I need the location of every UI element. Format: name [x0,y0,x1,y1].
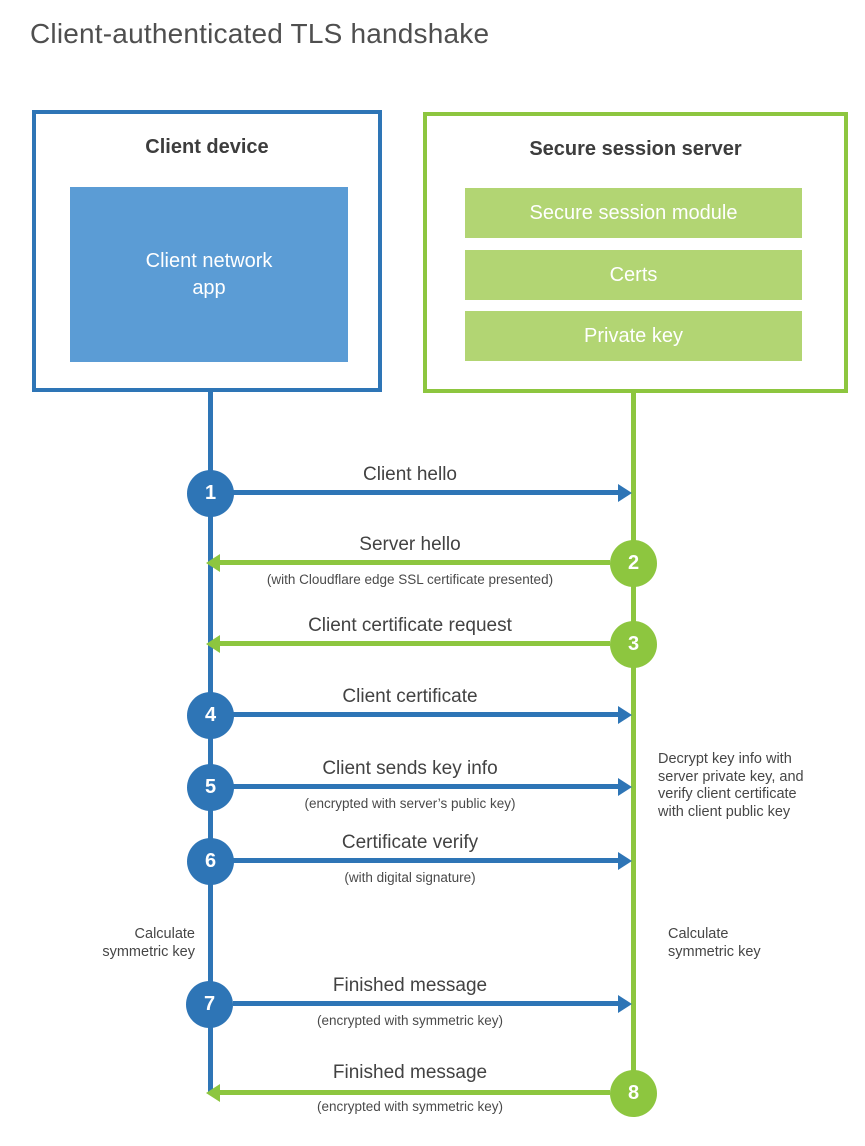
client-network-app-rect: Client network app [70,187,348,362]
annotation-line: Calculate [668,926,729,942]
step-7-marker: 7 [186,981,233,1028]
annotation-line: Decrypt key info with [658,751,792,767]
client-calc-symmetric-key-note: Calculate symmetric key [55,926,195,961]
message-note: (with digital signature) [344,870,476,885]
client-device-title: Client device [145,136,269,158]
message-note: (with Cloudflare edge SSL certificate pr… [266,572,554,587]
arrow-right-icon [233,858,619,863]
server-module-bar: Private key [465,311,802,361]
arrow-right-icon [233,1001,619,1006]
message-label: Client certificate request [308,615,512,636]
message-label: Client sends key info [322,758,498,779]
annotation-line: server private key, and [658,768,804,785]
client-lifeline [208,390,213,1092]
message-label: Certificate verify [341,832,479,853]
annotation-line: verify client certificate [658,786,797,802]
client-device-box: Client device Client network app [32,110,382,392]
step-1-marker: 1 [187,470,234,517]
message-note: (encrypted with symmetric key) [316,1099,504,1114]
step-8-marker: 8 [610,1070,657,1117]
private-key-label: Private key [584,324,683,347]
server-module-bar: Certs [465,250,802,300]
decrypt-key-annotation: Decrypt key info with server private key… [658,751,838,821]
arrow-right-icon [233,784,619,789]
page-title: Client-authenticated TLS handshake [30,18,490,49]
step-2-marker: 2 [610,540,657,587]
message-label: Client certificate [342,686,478,707]
annotation-line: with client public key [658,803,791,820]
message-note: (encrypted with server’s public key) [304,796,516,811]
certs-label: Certs [609,263,658,286]
arrow-left-icon [219,1090,610,1095]
step-5-marker: 5 [187,764,234,811]
server-module-bar: Secure session module [465,188,802,238]
secure-session-server-title: Secure session server [529,138,742,160]
arrow-right-icon [233,712,619,717]
message-label: Finished message [332,1062,488,1083]
annotation-line: symmetric key [668,943,761,960]
arrow-left-icon [219,560,610,565]
step-4-marker: 4 [187,692,234,739]
secure-session-module-label: Secure session module [529,201,738,224]
arrow-right-icon [233,490,619,495]
message-note: (encrypted with symmetric key) [316,1013,504,1028]
step-3-marker: 3 [610,621,657,668]
step-6-marker: 6 [187,838,234,885]
client-network-app-label: Client network app [145,249,273,299]
annotation-line: Calculate [134,926,195,942]
annotation-line: symmetric key [102,943,195,960]
server-lifeline [631,391,636,1095]
secure-session-server-box: Secure session server Secure session mod… [423,112,848,393]
message-label: Client hello [363,464,457,485]
message-label: Server hello [359,534,461,555]
server-calc-symmetric-key-note: Calculate symmetric key [668,926,808,961]
arrow-left-icon [219,641,610,646]
message-label: Finished message [332,975,488,996]
